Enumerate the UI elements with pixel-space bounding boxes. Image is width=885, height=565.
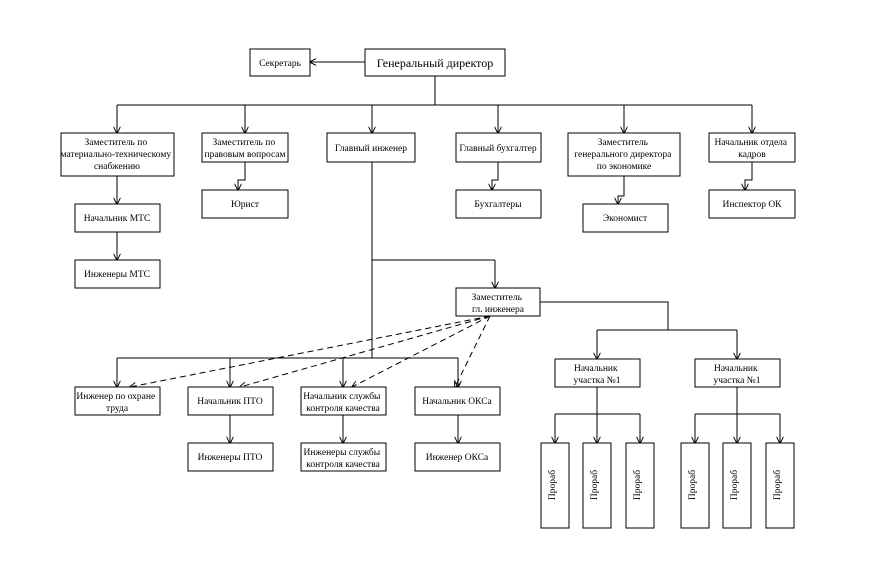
node-site-head-2-line1: Начальник	[714, 364, 758, 374]
node-foreman-2: Прораб	[582, 442, 612, 529]
node-deputy-chief-engineer-line2: гл. инженера	[472, 305, 525, 315]
node-economist-label: Экономист	[603, 214, 648, 224]
node-secretary-label: Секретарь	[259, 59, 301, 69]
node-foreman-3-label: Прораб	[632, 470, 643, 500]
node-head-hr: Начальник отдела кадров	[708, 132, 796, 163]
node-economist: Экономист	[582, 203, 669, 233]
node-site-head-1-line1: Начальник	[574, 364, 618, 374]
svg-text:Начальник отдела кадров: Начальник отдела кадров	[714, 138, 789, 160]
node-foreman-4: Прораб	[680, 442, 710, 529]
node-deputy-supply: Заместитель по материально-техническому …	[60, 132, 175, 177]
node-chief-engineer-label: Главный инженер	[335, 143, 407, 154]
svg-text:Начальник участка №1: Начальник участка №1	[574, 364, 621, 386]
node-accountants: Бухгалтеры	[455, 189, 542, 219]
node-foreman-2-label: Прораб	[589, 470, 600, 500]
svg-text:Заместитель генерального: Заместитель генерального директора по эк…	[574, 138, 674, 172]
dashed-connector-oks	[455, 315, 491, 387]
node-deputy-supply-line2: материально-техническому	[61, 150, 172, 160]
connectors	[117, 62, 780, 443]
node-lawyer-label: Юрист	[231, 200, 260, 210]
node-head-pto: Начальник ПТО	[187, 386, 274, 416]
node-inspector-ok-label: Инспектор ОК	[722, 200, 782, 210]
node-foreman-1: Прораб	[540, 442, 570, 529]
node-head-quality: Начальник службы контроля качества	[300, 386, 387, 416]
node-foreman-6-label: Прораб	[772, 470, 783, 500]
node-deputy-chief-engineer: Заместитель гл. инженера	[455, 287, 541, 317]
node-engineers-quality-line1: Инженеры службы	[303, 447, 380, 458]
node-head-hr-line2: кадров	[738, 150, 766, 160]
node-chief-accountant: Главный бухгалтер	[455, 132, 542, 163]
node-foreman-1-label: Прораб	[547, 470, 558, 500]
node-engineers-mts: Инженеры МТС	[74, 259, 161, 289]
node-engineers-pto-label: Инженеры ПТО	[198, 453, 263, 463]
svg-text:Инженеры службы контроля: Инженеры службы контроля качества	[303, 447, 382, 470]
node-engineers-quality: Инженеры службы контроля качества	[300, 442, 387, 472]
node-deputy-legal-line1: Заместитель по	[213, 138, 276, 148]
node-chief-engineer: Главный инженер	[326, 132, 416, 163]
svg-text:Заместитель по правовым: Заместитель по правовым вопросам	[204, 138, 285, 160]
node-engineer-oks: Инженер ОКСа	[414, 442, 501, 472]
node-lawyer: Юрист	[201, 189, 289, 219]
node-deputy-supply-line3: снабжению	[94, 161, 140, 172]
node-engineers-quality-line2: контроля качества	[306, 460, 380, 470]
dashed-connector-safety	[130, 315, 491, 387]
node-site-head-2: Начальник участка №1	[694, 358, 781, 388]
svg-text:Заместитель гл. инженера: Заместитель гл. инженера	[472, 293, 525, 315]
node-engineers-pto: Инженеры ПТО	[187, 442, 274, 472]
node-head-mts: Начальник МТС	[74, 203, 161, 233]
node-deputy-legal-line2: правовым вопросам	[204, 150, 285, 160]
node-safety-engineer-line2: труда	[106, 404, 129, 414]
node-safety-engineer-line1: Инженер по охране	[76, 392, 155, 402]
node-general-director: Генеральный директор	[364, 48, 506, 77]
node-head-oks-label: Начальник ОКСа	[422, 397, 492, 407]
node-head-quality-line1: Начальник службы	[303, 391, 381, 402]
node-safety-engineer: Инженер по охране труда	[74, 386, 161, 416]
node-head-pto-label: Начальник ПТО	[197, 397, 263, 407]
node-head-quality-line2: контроля качества	[306, 404, 380, 414]
node-foreman-5-label: Прораб	[729, 470, 740, 500]
node-engineers-mts-label: Инженеры МТС	[84, 270, 150, 280]
dashed-connector-quality	[352, 315, 491, 387]
node-site-head-1-line2: участка №1	[574, 376, 621, 386]
node-deputy-chief-engineer-line1: Заместитель	[472, 293, 523, 303]
node-deputy-economics-line2: генерального директора	[574, 150, 672, 160]
node-accountants-label: Бухгалтеры	[474, 200, 522, 210]
node-site-head-1: Начальник участка №1	[554, 358, 641, 388]
node-deputy-legal: Заместитель по правовым вопросам	[201, 132, 289, 163]
svg-text:Заместитель по материаль: Заместитель по материально-техническому …	[61, 138, 174, 172]
node-secretary: Секретарь	[249, 48, 311, 77]
node-inspector-ok: Инспектор ОК	[708, 189, 796, 219]
node-foreman-4-label: Прораб	[687, 470, 698, 500]
node-head-mts-label: Начальник МТС	[84, 214, 151, 224]
svg-text:Начальник участка №1: Начальник участка №1	[714, 364, 761, 386]
node-deputy-economics-line3: по экономике	[597, 162, 652, 172]
node-head-oks: Начальник ОКСа	[414, 386, 501, 416]
node-site-head-2-line2: участка №1	[714, 376, 761, 386]
node-foreman-5: Прораб	[722, 442, 752, 529]
dashed-connector-pto	[240, 315, 491, 387]
svg-text:Инженер по охране труда: Инженер по охране труда	[76, 392, 157, 414]
node-engineer-oks-label: Инженер ОКСа	[426, 453, 489, 463]
node-head-hr-line1: Начальник отдела	[714, 138, 787, 148]
node-deputy-economics-line1: Заместитель	[598, 138, 649, 148]
node-deputy-economics: Заместитель генерального директора по эк…	[567, 132, 681, 177]
node-foreman-6: Прораб	[765, 442, 795, 529]
node-deputy-supply-line1: Заместитель по	[85, 138, 148, 148]
node-general-director-label: Генеральный директор	[377, 56, 494, 70]
svg-text:Начальник службы контрол: Начальник службы контроля качества	[303, 391, 383, 414]
node-foreman-3: Прораб	[625, 442, 655, 529]
node-chief-accountant-label: Главный бухгалтер	[459, 143, 536, 154]
